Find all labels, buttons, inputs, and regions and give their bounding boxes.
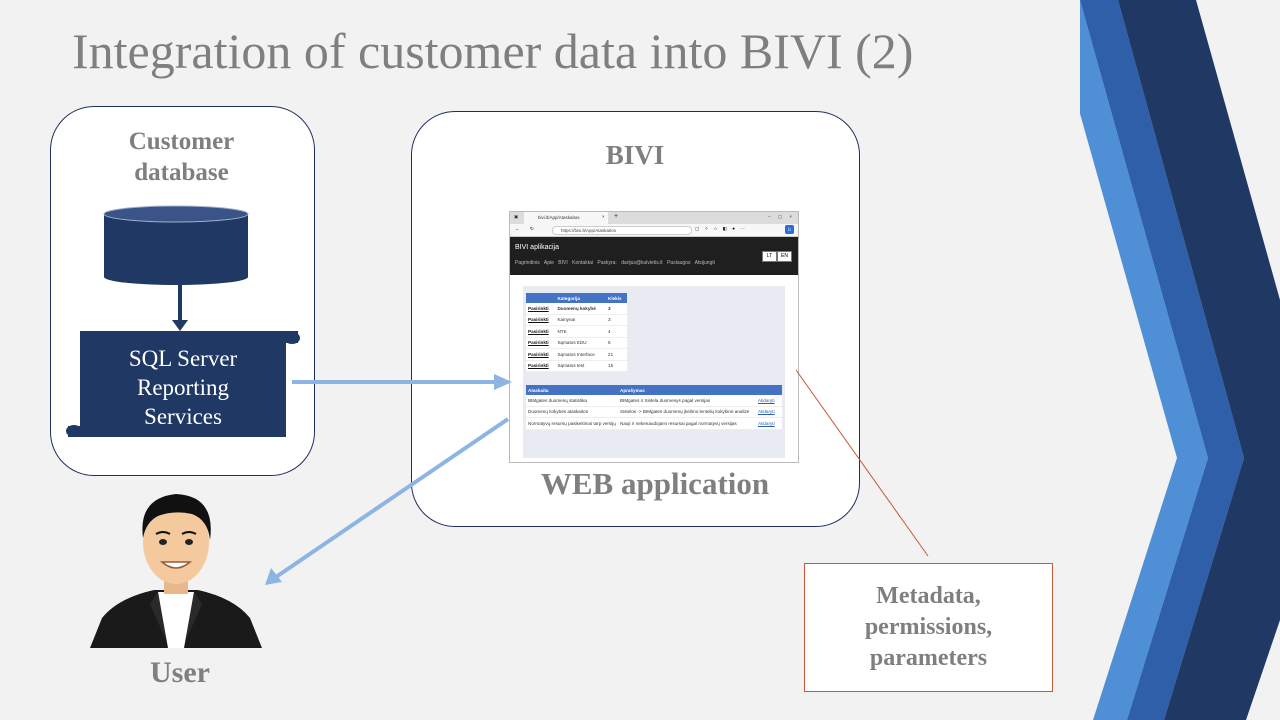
note-box: Metadata, permissions, parameters	[804, 563, 1053, 692]
table-header: Ataskaita	[526, 385, 618, 395]
report-desc-cell: Nauji ir nebenaudojami resursai pagal no…	[618, 417, 756, 430]
chevron-decoration	[1080, 0, 1280, 720]
nav-link[interactable]: Apie BIVI	[543, 260, 568, 266]
browser-tab[interactable]: bivi.lt/App/Ataskaitos	[538, 215, 580, 220]
srs-label: SQL Server Reporting Services	[80, 344, 286, 431]
open-report-link[interactable]: Atidaryti	[756, 395, 782, 407]
count-cell: 4	[606, 325, 627, 338]
nav-link[interactable]: Atsijungti	[694, 260, 715, 266]
browser-toolbar-icons[interactable]: ▢ ✧ ☆ ◧ ● ⋯	[695, 226, 745, 231]
category-cell: Sąmatos Interface	[555, 348, 607, 361]
bivi-app-screenshot: ▣ bivi.lt/App/Ataskaitos × + – ▢ × ← ↻ h…	[509, 211, 799, 463]
web-application-label: WEB application	[540, 466, 770, 501]
nav-link[interactable]: Pagrindinis	[515, 260, 540, 266]
back-icon[interactable]: ←	[515, 226, 520, 231]
browser-tab-bar: ▣ bivi.lt/App/Ataskaitos × + – ▢ ×	[510, 212, 798, 224]
select-link[interactable]: Pasirinkti	[526, 325, 556, 338]
srs-label-line: SQL Server	[128, 346, 238, 371]
table-header-row: Kategorija Kiekis	[526, 293, 627, 303]
customer-db-diagram	[66, 205, 300, 437]
srs-label-line: Services	[144, 404, 222, 429]
report-desc-cell: Sistelos -> BIMgates duomenų įkėlimo len…	[618, 406, 756, 418]
note-line: permissions,	[864, 614, 993, 640]
table-header	[526, 293, 556, 303]
srs-to-bivi-arrow	[292, 374, 512, 390]
count-cell: 21	[606, 348, 627, 361]
browser-url-bar: ← ↻ https://bivi.lt/App/Ataskaitos ▢ ✧ ☆…	[510, 224, 798, 237]
nav-link[interactable]: Paslaugos	[667, 260, 691, 266]
database-icon	[103, 205, 249, 285]
category-cell: Kainynai	[555, 314, 607, 326]
down-arrow-icon	[172, 285, 188, 331]
chevron-dark-stripe	[1118, 0, 1280, 720]
open-report-link[interactable]: Atidaryti	[756, 406, 782, 418]
report-name-cell: Duomenų kokybės ataskaitos	[526, 406, 618, 418]
select-link[interactable]: Pasirinkti	[526, 348, 556, 361]
bing-icon[interactable]: b	[785, 225, 794, 234]
user-avatar-icon	[90, 494, 262, 648]
report-name-cell: BIMgates duomenų statistika	[526, 395, 618, 407]
app-brand[interactable]: BIVI aplikacija	[515, 244, 559, 251]
url-input[interactable]: https://bivi.lt/App/Ataskaitos	[552, 226, 692, 235]
category-cell: NTK	[555, 325, 607, 338]
category-cell: Sąmatos test	[555, 360, 607, 372]
table-header	[756, 385, 782, 395]
select-link[interactable]: Pasirinkti	[526, 314, 556, 326]
count-cell: 3	[606, 314, 627, 326]
note-text: Metadata, permissions, parameters	[805, 581, 1052, 674]
scroll-shape	[66, 331, 300, 437]
lang-button-lt[interactable]: LT	[762, 251, 777, 262]
nav-links: Pagrindinis Apie BIVI Kontaktai Paskyra:…	[515, 260, 715, 266]
nav-link[interactable]: darijus@kulvietis.lt	[621, 260, 663, 266]
count-cell: 5	[606, 337, 627, 349]
report-desc-cell: BIMgates ir Sistela duomenys pagal versi…	[618, 395, 756, 407]
report-table: Ataskaita Aprašymas BIMgates duomenų sta…	[526, 385, 782, 430]
user-label: User	[150, 656, 210, 689]
category-cell: Duomenų kokybė	[555, 303, 607, 315]
customer-database-label: Customer database	[128, 128, 235, 186]
table-header: Kiekis	[606, 293, 627, 303]
table-header: Kategorija	[555, 293, 607, 303]
lang-button-en[interactable]: EN	[777, 251, 792, 262]
note-callout-line	[795, 369, 929, 557]
report-name-cell: Normatyvų resursų pasikeitimai tarp vers…	[526, 417, 618, 430]
bivi-label: BIVI	[605, 140, 665, 170]
nav-link[interactable]: Kontaktai	[572, 260, 593, 266]
category-cell: Sąmatos EDU	[555, 337, 607, 349]
refresh-icon[interactable]: ↻	[530, 226, 534, 231]
count-cell: 3	[606, 303, 627, 315]
page-title: Integration of customer data into BIVI (…	[72, 23, 914, 79]
new-tab-icon[interactable]: +	[614, 213, 619, 220]
tab-close-icon[interactable]: ×	[602, 214, 605, 219]
note-line: parameters	[869, 645, 988, 671]
select-link[interactable]: Pasirinkti	[526, 303, 556, 315]
app-navbar: BIVI aplikacija Pagrindinis Apie BIVI Ko…	[510, 237, 798, 275]
note-line: Metadata,	[876, 583, 981, 609]
tab-icon: ▣	[514, 214, 519, 219]
bivi-to-user-arrow	[265, 417, 510, 585]
nav-link: Paskyra:	[597, 260, 617, 266]
select-link[interactable]: Pasirinkti	[526, 337, 556, 349]
table-row: Normatyvų resursų pasikeitimai tarp vers…	[526, 417, 782, 430]
count-cell: 15	[606, 360, 627, 372]
chevron-mid-stripe	[1080, 0, 1244, 720]
select-link[interactable]: Pasirinkti	[526, 360, 556, 372]
chevron-light-stripe	[1080, 0, 1208, 720]
srs-label-line: Reporting	[137, 375, 229, 400]
window-controls[interactable]: – ▢ ×	[768, 214, 792, 219]
table-header-row: Ataskaita Aprašymas	[526, 385, 782, 395]
table-header: Aprašymas	[618, 385, 756, 395]
open-report-link[interactable]: Atidaryti	[756, 417, 782, 430]
